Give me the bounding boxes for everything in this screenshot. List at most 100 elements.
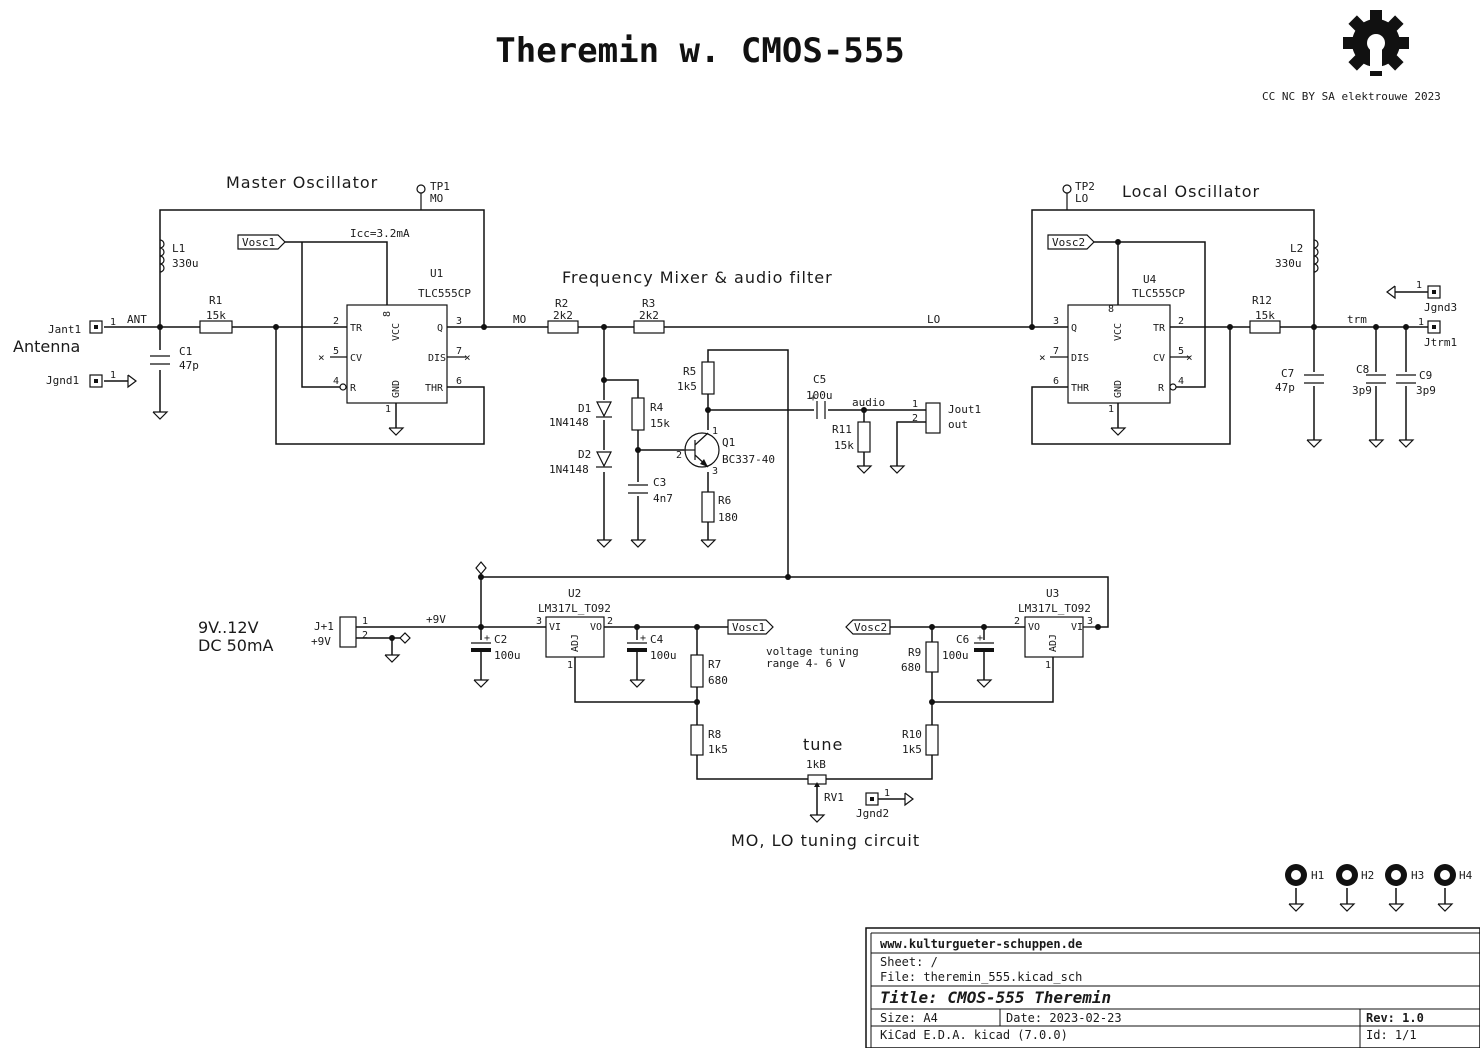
supply-label-2: DC 50mA xyxy=(198,636,274,655)
svg-text:3: 3 xyxy=(1053,316,1059,327)
svg-text:THR: THR xyxy=(1071,383,1090,394)
svg-text:ADJ: ADJ xyxy=(1048,634,1059,652)
svg-text:6: 6 xyxy=(1053,376,1059,387)
svg-text:H2: H2 xyxy=(1361,869,1374,882)
antenna-label: Antenna xyxy=(13,337,80,356)
license-text: CC NC BY SA elektrouwe 2023 xyxy=(1262,90,1441,103)
svg-text:1k5: 1k5 xyxy=(708,743,728,756)
svg-text:Q: Q xyxy=(1071,323,1077,334)
net-trm: trm xyxy=(1347,313,1367,326)
regulator-u2: U2 LM317L_TO92 VI VO ADJ 3 2 1 xyxy=(536,587,613,671)
svg-text:+: + xyxy=(810,393,816,404)
net-lo: LO xyxy=(927,313,940,326)
svg-text:R9: R9 xyxy=(908,646,921,659)
svg-text:1: 1 xyxy=(1108,404,1114,415)
local-oscillator-label: Local Oscillator xyxy=(1122,182,1260,201)
svg-text:CV: CV xyxy=(1153,353,1165,364)
svg-text:2: 2 xyxy=(333,316,339,327)
wires xyxy=(104,209,1446,904)
svg-text:H4: H4 xyxy=(1459,869,1473,882)
svg-text:1k5: 1k5 xyxy=(902,743,922,756)
master-oscillator-label: Master Oscillator xyxy=(226,173,378,192)
diode-d1: D1 1N4148 xyxy=(549,401,612,429)
svg-text:7: 7 xyxy=(1053,346,1059,357)
svg-text:3: 3 xyxy=(536,616,542,627)
resistor-r11: R11 15k xyxy=(832,421,871,453)
test-point-tp1: TP1 MO xyxy=(416,180,450,210)
title-block-id: Id: 1/1 xyxy=(1366,1028,1417,1042)
svg-text:GND: GND xyxy=(1113,380,1124,398)
tune-label: tune xyxy=(803,735,843,754)
resistor-r7: R7 680 xyxy=(690,654,728,688)
svg-text:TLC555CP: TLC555CP xyxy=(1132,287,1185,300)
svg-text:1: 1 xyxy=(912,399,918,410)
connector-jout1: Jout1 out 1 2 xyxy=(912,399,981,434)
connector-jtrm1: Jtrm1 1 xyxy=(1418,317,1457,349)
svg-text:U4: U4 xyxy=(1143,273,1157,286)
svg-text:LO: LO xyxy=(1075,192,1088,205)
title-block-title: Title: CMOS-555 Theremin xyxy=(880,988,1111,1007)
net-icc: Icc=3.2mA xyxy=(350,227,410,240)
net-audio: audio xyxy=(852,396,885,409)
svg-text:Jant1: Jant1 xyxy=(48,323,81,336)
svg-text:VCC: VCC xyxy=(391,323,402,341)
svg-text:4: 4 xyxy=(333,376,339,387)
svg-text:TP2: TP2 xyxy=(1075,180,1095,193)
resistor-r2: R2 2k2 xyxy=(547,297,579,334)
connector-jgnd1: Jgnd1 1 xyxy=(46,370,137,389)
svg-text:U2: U2 xyxy=(568,587,581,600)
svg-text:+: + xyxy=(640,633,646,644)
svg-text:Vosc1: Vosc1 xyxy=(242,236,275,249)
title-block-rev: Rev: 1.0 xyxy=(1366,1011,1424,1025)
connector-jp1: J+1 +9V 1 2 xyxy=(311,616,368,648)
svg-text:C9: C9 xyxy=(1419,369,1432,382)
svg-text:DIS: DIS xyxy=(1071,353,1089,364)
svg-text:RV1: RV1 xyxy=(824,791,844,804)
title-block-date: Date: 2023-02-23 xyxy=(1006,1011,1122,1025)
svg-text:H3: H3 xyxy=(1411,869,1424,882)
svg-text:Q1: Q1 xyxy=(722,436,735,449)
svg-text:2: 2 xyxy=(912,413,918,424)
svg-text:R7: R7 xyxy=(708,658,721,671)
svg-text:×: × xyxy=(318,351,325,364)
svg-text:1: 1 xyxy=(110,370,116,381)
title-block: www.kulturgueter-schuppen.de Sheet: / Fi… xyxy=(865,927,1480,1048)
svg-text:3: 3 xyxy=(1087,616,1093,627)
svg-text:VO: VO xyxy=(590,622,602,633)
svg-text:R12: R12 xyxy=(1252,294,1272,307)
svg-text:3: 3 xyxy=(712,466,718,477)
svg-text:47p: 47p xyxy=(1275,381,1295,394)
svg-text:7: 7 xyxy=(456,346,462,357)
svg-text:330u: 330u xyxy=(172,257,199,270)
global-label-vosc1-b: Vosc1 xyxy=(727,619,774,635)
svg-text:4: 4 xyxy=(1178,376,1184,387)
resistor-r1: R1 15k xyxy=(199,294,233,334)
resistor-r4: R4 15k xyxy=(631,397,670,431)
svg-text:R2: R2 xyxy=(555,297,568,310)
connector-jgnd3: Jgnd3 1 xyxy=(1386,280,1457,314)
svg-text:R10: R10 xyxy=(902,728,922,741)
svg-text:out: out xyxy=(948,418,968,431)
svg-text:+9V: +9V xyxy=(311,635,331,648)
svg-text:+: + xyxy=(977,633,983,644)
svg-text:R5: R5 xyxy=(683,365,696,378)
mounting-hole-h2: H2 xyxy=(1336,864,1374,886)
svg-text:VI: VI xyxy=(1071,622,1083,633)
svg-text:2: 2 xyxy=(1178,316,1184,327)
svg-text:8: 8 xyxy=(1108,304,1114,315)
svg-text:15k: 15k xyxy=(650,417,670,430)
svg-text:THR: THR xyxy=(425,383,444,394)
svg-text:×: × xyxy=(464,351,471,364)
svg-text:U3: U3 xyxy=(1046,587,1059,600)
resistor-r10: R10 1k5 xyxy=(902,724,939,756)
svg-text:680: 680 xyxy=(708,674,728,687)
svg-text:R4: R4 xyxy=(650,401,664,414)
svg-text:BC337-40: BC337-40 xyxy=(722,453,775,466)
title-block-tool: KiCad E.D.A. kicad (7.0.0) xyxy=(880,1028,1068,1042)
svg-text:Vosc1: Vosc1 xyxy=(732,621,765,634)
global-label-vosc1-a: Vosc1 xyxy=(237,234,286,250)
resistor-r8: R8 1k5 xyxy=(690,724,728,756)
svg-text:1kB: 1kB xyxy=(806,758,826,771)
svg-text:1: 1 xyxy=(110,317,116,328)
